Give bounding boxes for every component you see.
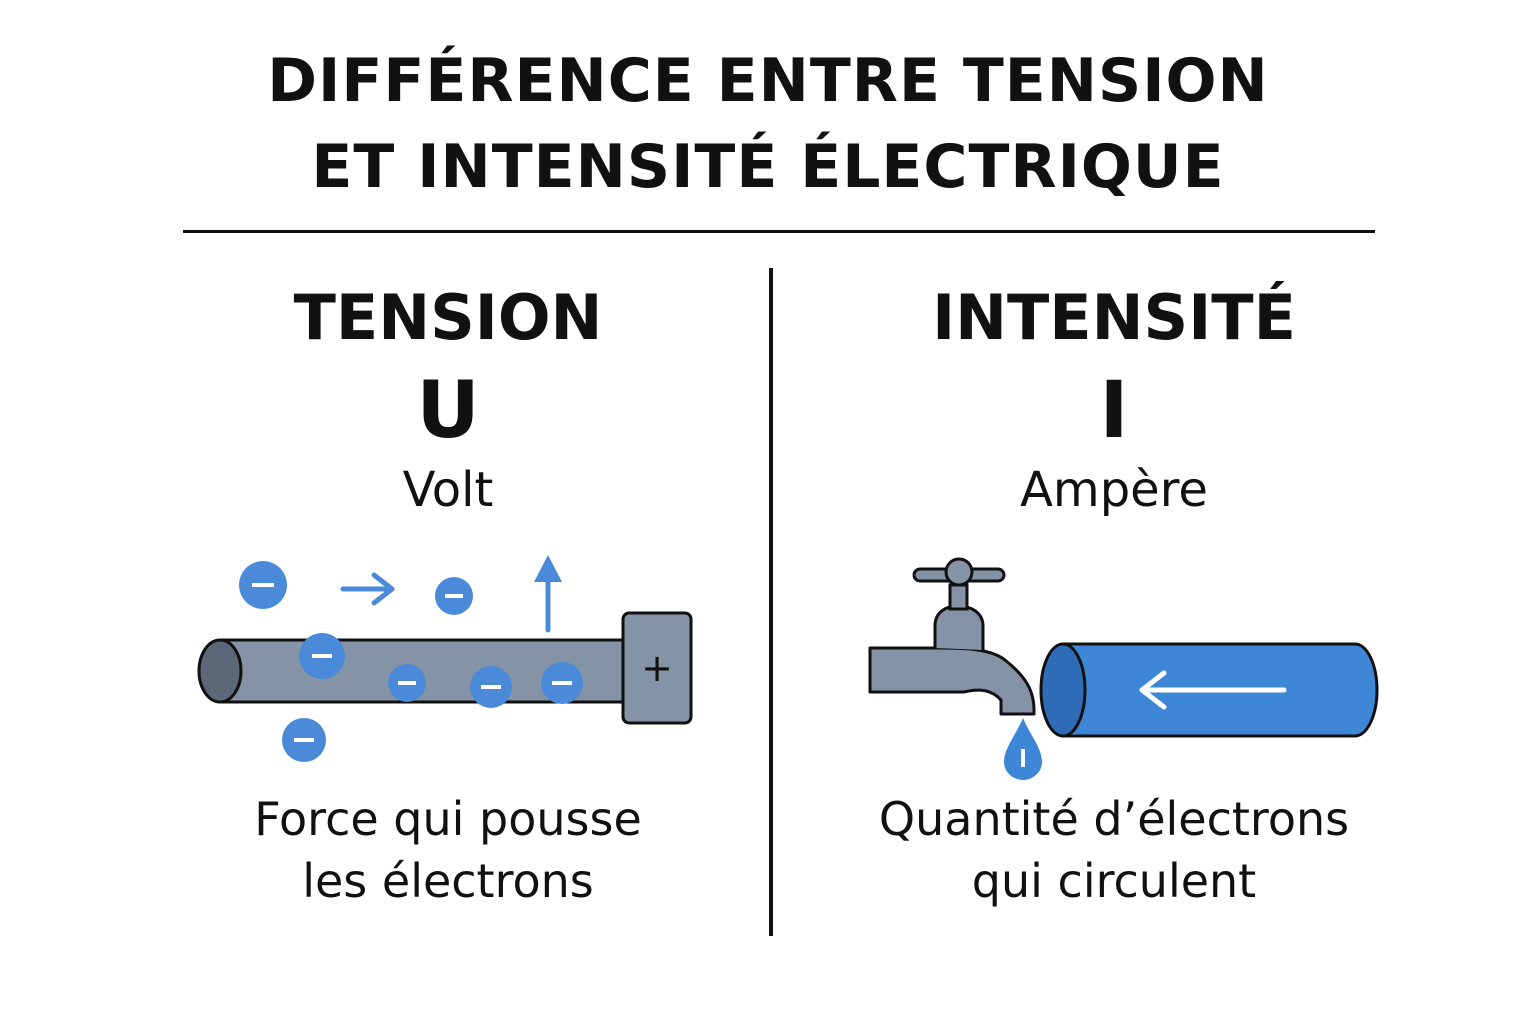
intensite-description: Quantité d’électrons qui circulent bbox=[804, 788, 1424, 912]
title-line-2: ET INTENSITÉ ÉLECTRIQUE bbox=[311, 132, 1225, 202]
faucet-icon bbox=[868, 557, 1036, 716]
intensite-symbol: I bbox=[1099, 366, 1129, 456]
tension-description-line-2: les électrons bbox=[302, 854, 594, 908]
electron-icon bbox=[388, 664, 426, 702]
terminal-box bbox=[621, 611, 693, 725]
electron-icon bbox=[435, 577, 473, 615]
arrow-up-icon bbox=[534, 555, 562, 633]
electron-icon bbox=[470, 666, 512, 708]
faucet-knob bbox=[944, 557, 974, 587]
faucet-stem bbox=[948, 583, 969, 611]
column-divider bbox=[769, 268, 773, 936]
plus-sign: + bbox=[641, 646, 673, 690]
faucet-body bbox=[933, 604, 985, 650]
electron-icon bbox=[299, 633, 345, 679]
intensite-unit: Ampère bbox=[1020, 462, 1208, 518]
tension-heading: TENSION bbox=[293, 281, 603, 354]
battery-terminal-icon: + bbox=[621, 611, 693, 725]
tension-unit: Volt bbox=[402, 462, 494, 518]
cylinder-opening bbox=[1039, 642, 1087, 738]
arrow-right-icon bbox=[340, 572, 395, 606]
pipe-opening bbox=[197, 638, 243, 704]
page-title: DIFFÉRENCE ENTRE TENSION ET INTENSITÉ ÉL… bbox=[0, 38, 1536, 210]
tension-symbol: U bbox=[416, 366, 480, 456]
water-drop-icon bbox=[1004, 718, 1042, 780]
electron-icon bbox=[239, 561, 287, 609]
tension-description: Force qui pousse les électrons bbox=[138, 788, 758, 912]
intensite-heading: INTENSITÉ bbox=[932, 281, 1296, 354]
electron-icon bbox=[282, 718, 326, 762]
intensite-description-line-1: Quantité d’électrons bbox=[878, 792, 1350, 846]
title-line-1: DIFFÉRENCE ENTRE TENSION bbox=[267, 46, 1269, 116]
arrow-left-icon bbox=[1139, 670, 1287, 710]
faucet-spout bbox=[868, 646, 1036, 716]
title-divider bbox=[183, 230, 1375, 233]
intensite-description-line-2: qui circulent bbox=[971, 854, 1257, 908]
tension-description-line-1: Force qui pousse bbox=[254, 792, 642, 846]
electron-icon bbox=[541, 662, 583, 704]
